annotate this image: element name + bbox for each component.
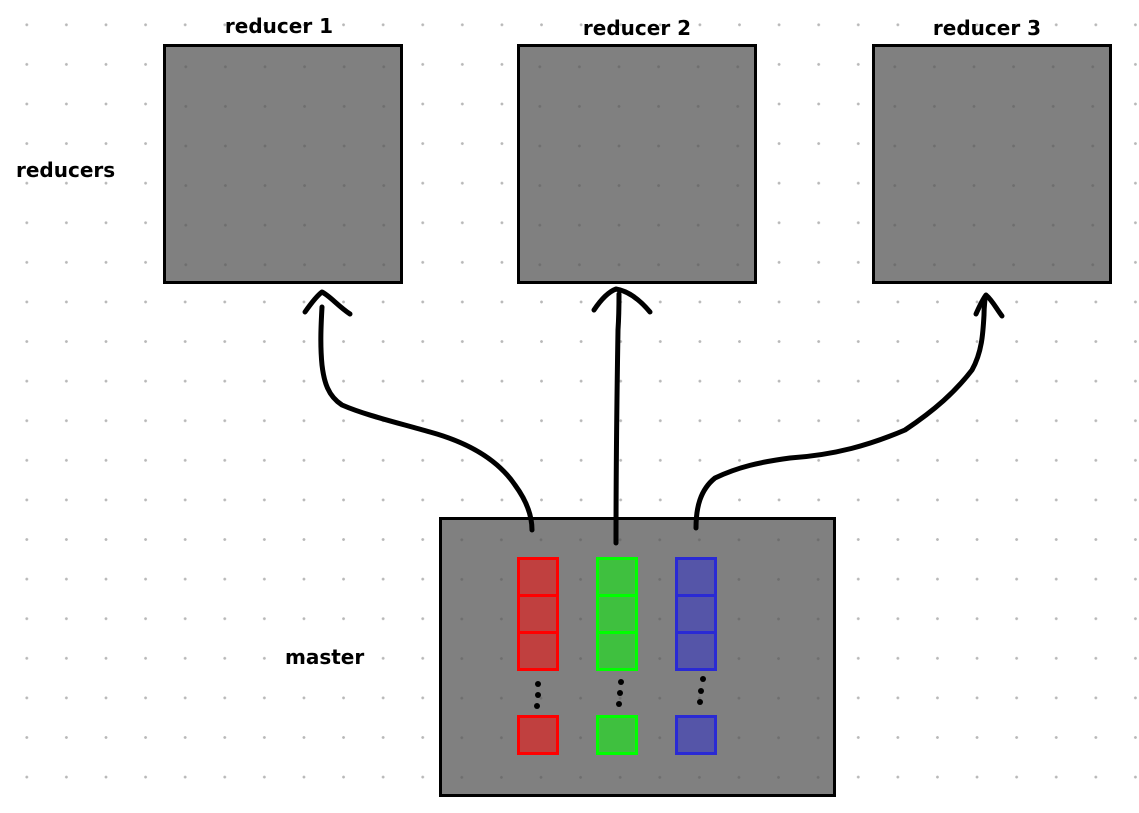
reducer-1-box — [163, 44, 403, 284]
blue-queue-cell — [675, 557, 717, 597]
arrow-master-to-reducer-3 — [693, 295, 988, 531]
red-queue-cell — [517, 557, 559, 597]
blue-queue-cell — [675, 631, 717, 671]
red-queue-ellipsis-dot — [534, 703, 540, 709]
reducer-2-box — [517, 44, 757, 284]
red-queue-ellipsis-dot — [535, 681, 541, 687]
reducer-1-title: reducer 1 — [224, 14, 334, 38]
red-queue — [517, 557, 559, 755]
arrow-master-to-reducer-1 — [318, 304, 535, 533]
green-queue-tail-cell — [596, 715, 638, 755]
red-queue-cell — [517, 631, 559, 671]
reducers-label: reducers — [16, 158, 116, 182]
green-queue-ellipsis-dot — [617, 690, 623, 696]
arrow-head-reducer-3 — [973, 292, 1005, 319]
reducer-3-title: reducer 3 — [932, 16, 1042, 40]
blue-queue-tail-cell — [675, 715, 717, 755]
blue-queue — [675, 557, 717, 755]
blue-queue-ellipsis-dot — [698, 688, 704, 694]
blue-queue-ellipsis-dot — [697, 699, 703, 705]
red-queue-tail-cell — [517, 715, 559, 755]
reducer-2-title: reducer 2 — [582, 16, 692, 40]
blue-queue-ellipsis-dot — [700, 676, 706, 682]
green-queue-cell — [596, 631, 638, 671]
arrow-master-to-reducer-2 — [613, 291, 622, 546]
green-queue — [596, 557, 638, 755]
blue-queue-cell — [675, 594, 717, 634]
green-queue-ellipsis-dot — [618, 679, 624, 685]
master-label: master — [285, 645, 365, 669]
reducer-3-box — [872, 44, 1112, 284]
arrow-head-reducer-1 — [302, 289, 353, 317]
arrow-head-reducer-2 — [591, 286, 653, 315]
green-queue-ellipsis-dot — [616, 701, 622, 707]
red-queue-ellipsis-dot — [535, 692, 541, 698]
